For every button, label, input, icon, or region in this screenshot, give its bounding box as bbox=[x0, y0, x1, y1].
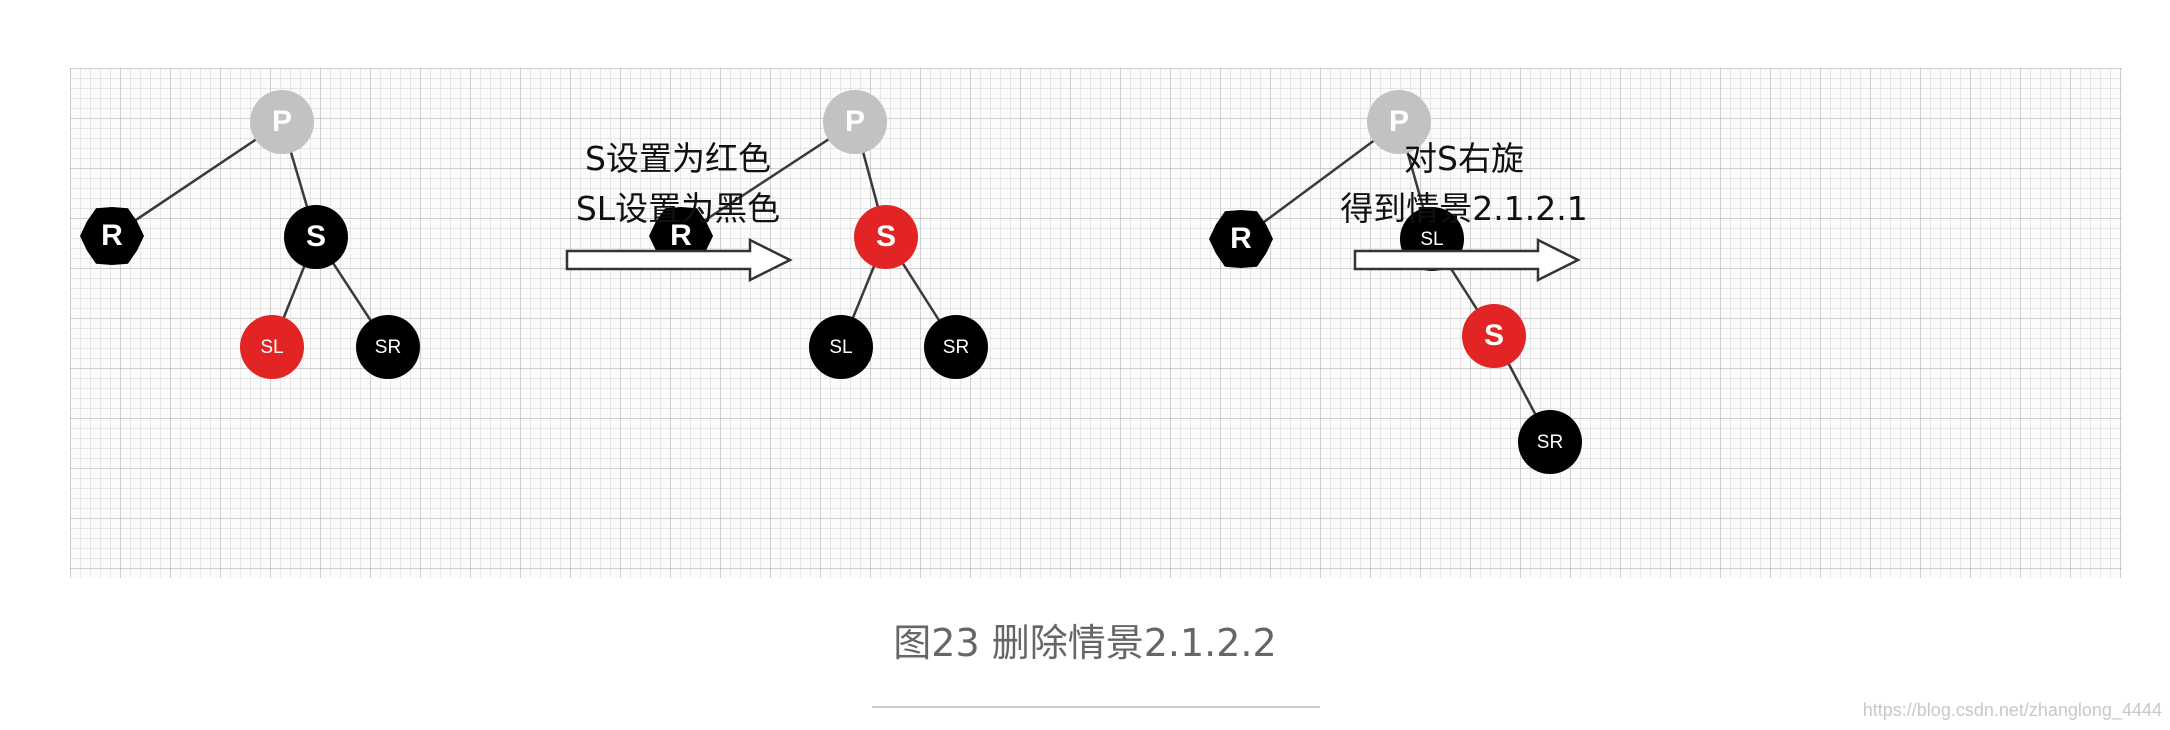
tree-3-node-r: R bbox=[1209, 210, 1273, 268]
step-2-line-1: 对S右旋 bbox=[1404, 139, 1524, 178]
tree-transformation-diagram: P R S SL SR P R S SL SR P R SL S SR bbox=[80, 90, 1582, 474]
arrow-right-icon bbox=[565, 237, 793, 283]
tree-1-node-r-label: R bbox=[101, 219, 123, 252]
tree-3-node-s: S bbox=[1462, 304, 1526, 368]
tree-1-node-sl-label: SL bbox=[260, 337, 283, 358]
tree-2-node-sr-label: SR bbox=[943, 337, 969, 358]
tree-2-node-sl-label: SL bbox=[829, 337, 852, 358]
tree-2-node-s-label: S bbox=[876, 220, 896, 253]
tree-1-node-sl: SL bbox=[240, 315, 304, 379]
figure-caption: 图23 删除情景2.1.2.2 bbox=[893, 621, 1277, 665]
tree-1-node-p: P bbox=[250, 90, 314, 154]
tree-3-node-sr-label: SR bbox=[1537, 432, 1563, 453]
tree-2-node-p: P bbox=[823, 90, 887, 154]
tree-2-node-sl: SL bbox=[809, 315, 873, 379]
step-2-line-2: 得到情景2.1.2.1 bbox=[1340, 189, 1588, 228]
tree-3-node-r-label: R bbox=[1230, 222, 1252, 255]
tree-1-node-p-label: P bbox=[272, 105, 292, 138]
tree-2-node-s: S bbox=[854, 205, 918, 269]
caption-divider bbox=[872, 706, 1320, 708]
step-1-line-1: S设置为红色 bbox=[585, 139, 771, 178]
tree-1-node-r: R bbox=[80, 207, 144, 265]
tree-2-edge-p-r bbox=[680, 120, 856, 238]
tree-1-node-sr: SR bbox=[356, 315, 420, 379]
tree-1-edge-p-r bbox=[111, 120, 283, 238]
tree-1-node-s: S bbox=[284, 205, 348, 269]
tree-1-node-sr-label: SR bbox=[375, 337, 401, 358]
step-1-line-2: SL设置为黑色 bbox=[575, 189, 781, 228]
tree-3-edge-p-r bbox=[1240, 120, 1400, 241]
tree-2-node-r-label: R bbox=[670, 219, 692, 252]
tree-2-node-p-label: P bbox=[845, 105, 865, 138]
tree-2-node-sr: SR bbox=[924, 315, 988, 379]
diagram-panel: P R S SL SR P R S SL SR P R SL S SR S设置为红色 SL设置为黑色 对S右… bbox=[70, 68, 2122, 578]
tree-3-node-sl-label: SL bbox=[1420, 229, 1443, 250]
watermark: https://blog.csdn.net/zhanglong_4444 bbox=[1862, 700, 2162, 720]
arrow-right-icon bbox=[1353, 237, 1581, 283]
tree-3-node-p: P bbox=[1367, 90, 1431, 154]
step-2-label: 对S右旋 得到情景2.1.2.1 bbox=[1314, 134, 1614, 234]
tree-3-node-s-label: S bbox=[1484, 319, 1504, 352]
tree-3-node-p-label: P bbox=[1389, 105, 1409, 138]
step-1-label: S设置为红色 SL设置为黑色 bbox=[528, 134, 828, 234]
tree-1-node-s-label: S bbox=[306, 220, 326, 253]
tree-3-node-sr: SR bbox=[1518, 410, 1582, 474]
